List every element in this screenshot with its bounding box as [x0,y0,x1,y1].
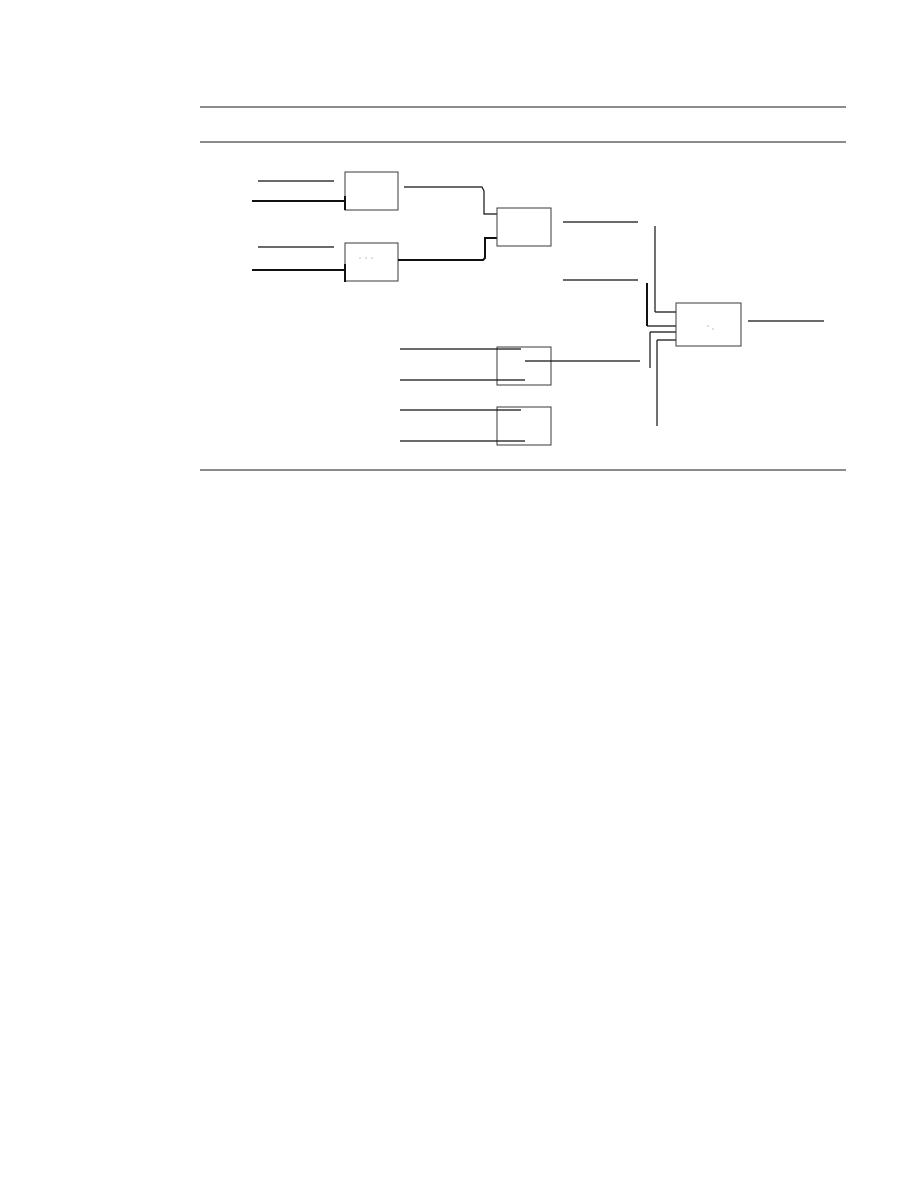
gate-2 [496,207,552,247]
gate-3 [400,346,640,386]
gate-1a [252,171,399,211]
gate-5 [675,302,824,347]
gate-4 [400,406,552,446]
gate-1-to-gate-2-wires [398,186,497,261]
gate-1b [252,242,399,282]
gate-5-input-bus [646,226,676,426]
